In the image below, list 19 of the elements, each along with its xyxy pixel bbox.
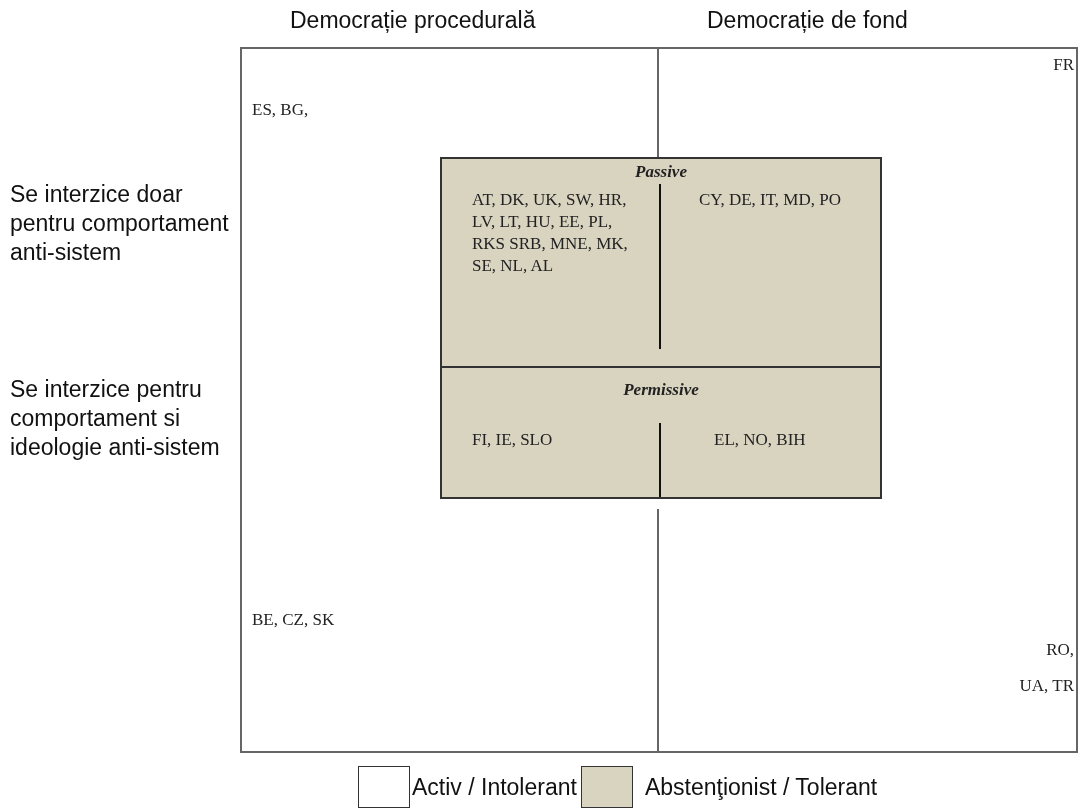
country-list: FI, IE, SLO xyxy=(472,429,642,451)
row-heading: Se interzice doar pentru comportament anti-sistem xyxy=(10,180,230,267)
panel-heading: Permissive xyxy=(622,379,700,401)
quadrant-frame xyxy=(240,47,1078,753)
country-list: FR xyxy=(1053,54,1074,76)
country-list: UA, TR xyxy=(1019,675,1074,697)
country-list: BE, CZ, SK xyxy=(252,609,335,631)
column-heading: Democrație de fond xyxy=(707,6,909,35)
country-list: EL, NO, BIH xyxy=(714,429,874,451)
country-list: ES, BG, xyxy=(252,99,309,121)
country-list: AT, DK, UK, SW, HR, LV, LT, HU, EE, PL, RKS SRB, MNE, MK, SE, NL, AL xyxy=(472,189,642,277)
country-list: CY, DE, IT, MD, PO xyxy=(699,189,859,211)
panel-heading: Passive xyxy=(634,161,688,183)
legend-label: Abstenţionist / Tolerant xyxy=(644,772,878,802)
legend-label: Activ / Intolerant xyxy=(412,772,577,802)
category-box xyxy=(440,157,882,499)
column-heading: Democrație procedurală xyxy=(290,6,537,35)
row-heading: Se interzice pentru comportament si ideologie anti-sistem xyxy=(10,375,221,462)
country-list: RO, xyxy=(1046,639,1074,661)
